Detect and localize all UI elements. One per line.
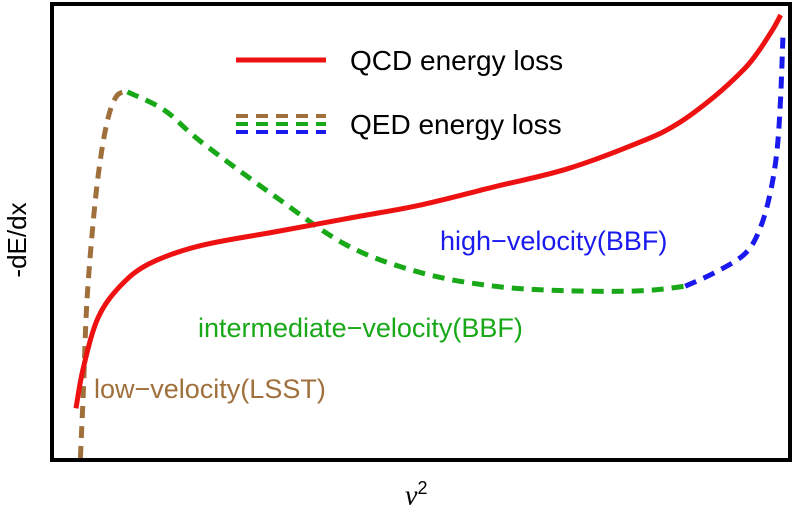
x-axis-label-base: v bbox=[405, 480, 418, 512]
annotations: high−velocity(BBF) intermediate−velocity(… bbox=[94, 226, 667, 404]
series-layer bbox=[73, 13, 786, 459]
x-axis-label: v2 bbox=[405, 478, 427, 512]
series-line-qed-intermediate-velocity bbox=[126, 89, 686, 294]
annotation-0: high−velocity(BBF) bbox=[440, 226, 667, 256]
annotation-1: intermediate−velocity(BBF) bbox=[198, 313, 523, 343]
series-line-qcd-energy-loss bbox=[73, 13, 783, 409]
y-axis-label-wrap: -dE/dx bbox=[2, 202, 42, 280]
x-axis-label-exponent: 2 bbox=[417, 478, 428, 498]
legend-entry-1: QED energy loss bbox=[236, 109, 562, 140]
y-axis-label: -dE/dx bbox=[2, 202, 32, 278]
legend-label-0: QCD energy loss bbox=[350, 45, 563, 76]
annotation-2: low−velocity(LSST) bbox=[94, 374, 326, 404]
plot-frame bbox=[50, 2, 792, 462]
series-line-qed-high-velocity bbox=[684, 37, 786, 289]
legend-label-1: QED energy loss bbox=[350, 109, 562, 140]
legend-entry-0: QCD energy loss bbox=[236, 45, 563, 76]
